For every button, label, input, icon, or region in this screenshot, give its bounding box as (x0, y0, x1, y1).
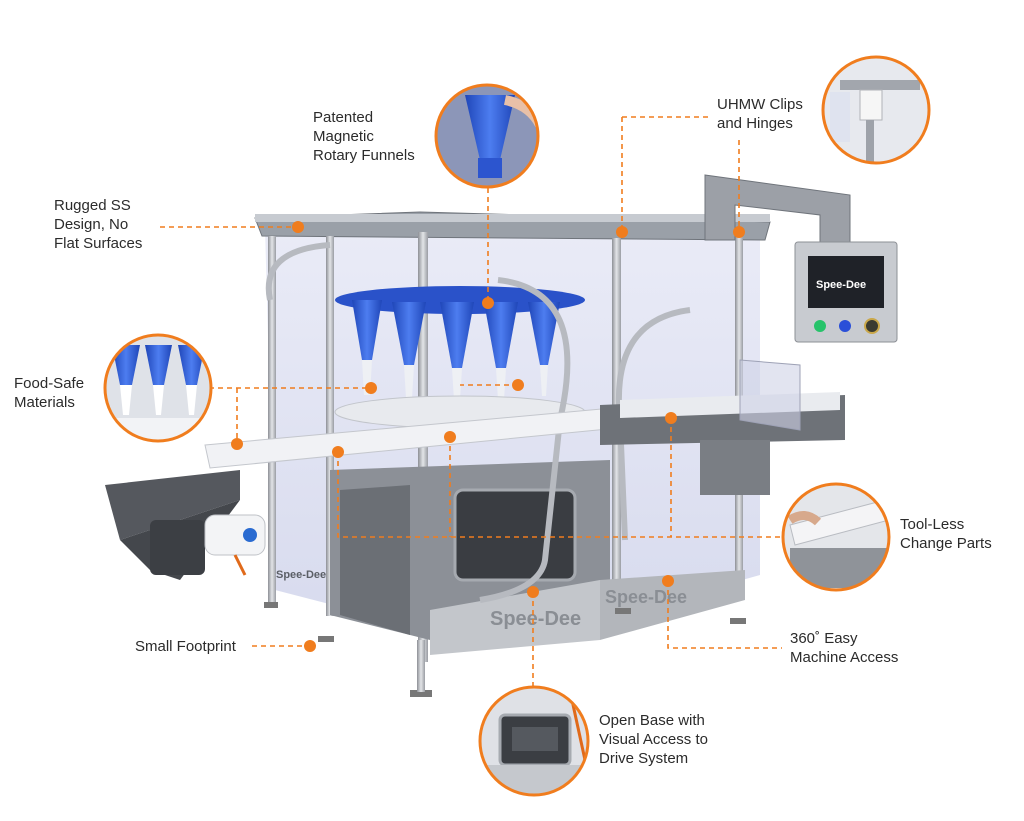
callout-dot (616, 226, 628, 238)
infeed-chute (105, 470, 240, 540)
callout-dot (665, 412, 677, 424)
callout-open-base: Open Base with Visual Access to Drive Sy… (599, 711, 708, 768)
post (326, 236, 334, 616)
post (268, 236, 276, 606)
callout-dots (231, 221, 745, 652)
stop-button (864, 318, 880, 334)
callout-line: Drive System (599, 750, 689, 767)
callout-line: Machine Access (790, 649, 899, 666)
outfeed-bracket (700, 440, 770, 495)
callout-dot (662, 575, 674, 587)
drive-system-closeup (478, 685, 590, 797)
machine-body: Spee-Dee Spee-Dee (105, 174, 898, 697)
callout-uhmw-clips: UHMW Clips and Hinges (717, 95, 803, 133)
callout-line: Visual Access to (599, 731, 708, 748)
callout-food-safe: Food-Safe Materials (14, 374, 84, 412)
guard-rail (265, 242, 331, 301)
top-rail (255, 214, 770, 222)
callout-line: Food-Safe (14, 375, 85, 392)
start-button (814, 320, 826, 332)
callout-dot (292, 221, 304, 233)
callout-dot (444, 431, 456, 443)
blue-funnel-closeup (434, 83, 540, 189)
callout-dot (512, 379, 524, 391)
foot (615, 608, 631, 614)
hmi-screen (808, 256, 884, 308)
callout-dot (527, 586, 539, 598)
brand-badge: Spee-Dee (276, 569, 327, 581)
callout-dot (231, 438, 243, 450)
callout-line: Rugged SS (54, 197, 131, 214)
callout-dot (733, 226, 745, 238)
base-plate-left (430, 580, 600, 655)
callout-dot (365, 382, 377, 394)
callout-patented-funnels: Patented Magnetic Rotary Funnels (313, 108, 415, 165)
base-plate-right (600, 570, 745, 640)
motor-label (243, 528, 257, 542)
base-door (340, 485, 410, 635)
base-logo-right: Spee-Dee (605, 587, 687, 607)
base-window (453, 488, 577, 582)
callout-line: Flat Surfaces (54, 235, 143, 252)
funnel-tips-closeup (103, 333, 213, 443)
callout-line: Patented (313, 109, 374, 126)
callout-line: and Hinges (717, 115, 793, 132)
callout-line: Design, No (54, 216, 129, 233)
hmi-screen-text: Spee-Dee (816, 279, 866, 291)
side-guard (739, 359, 801, 431)
base-logo-left: Spee-Dee (490, 608, 581, 630)
callout-line: Small Footprint (135, 638, 236, 655)
mode-button (839, 320, 851, 332)
hmi-arm (704, 174, 851, 246)
leader-line (667, 581, 782, 649)
callout-dot (482, 297, 494, 309)
callout-line: UHMW Clips (717, 96, 803, 113)
foot (410, 690, 432, 697)
callout-tool-less: Tool-Less Change Parts (900, 515, 992, 553)
change-parts-closeup (781, 482, 891, 592)
callout-line: Change Parts (900, 535, 992, 552)
foot (264, 602, 278, 608)
foot (730, 618, 746, 624)
funnel-ring (352, 300, 560, 400)
callout-line: 360˚ Easy (790, 630, 858, 647)
callout-line: Tool-Less (900, 516, 965, 533)
gear-motor (150, 520, 205, 575)
hinge-closeup (821, 55, 931, 165)
callout-dot (332, 446, 344, 458)
callout-dot (304, 640, 316, 652)
callout-line: Rotary Funnels (313, 147, 415, 164)
guard-rail (479, 277, 571, 603)
callout-machine-access: 360˚ Easy Machine Access (790, 629, 898, 667)
leader-line (337, 452, 782, 538)
foot (318, 636, 334, 642)
callout-line: Materials (14, 394, 75, 411)
callout-line: Open Base with (599, 712, 705, 729)
callout-small-footprint: Small Footprint (135, 637, 236, 656)
leader-lines (160, 116, 782, 686)
motor-cable (233, 554, 247, 576)
callout-line: Magnetic (313, 128, 374, 145)
callout-rugged-ss: Rugged SS Design, No Flat Surfaces (54, 196, 142, 253)
leg (417, 640, 425, 692)
